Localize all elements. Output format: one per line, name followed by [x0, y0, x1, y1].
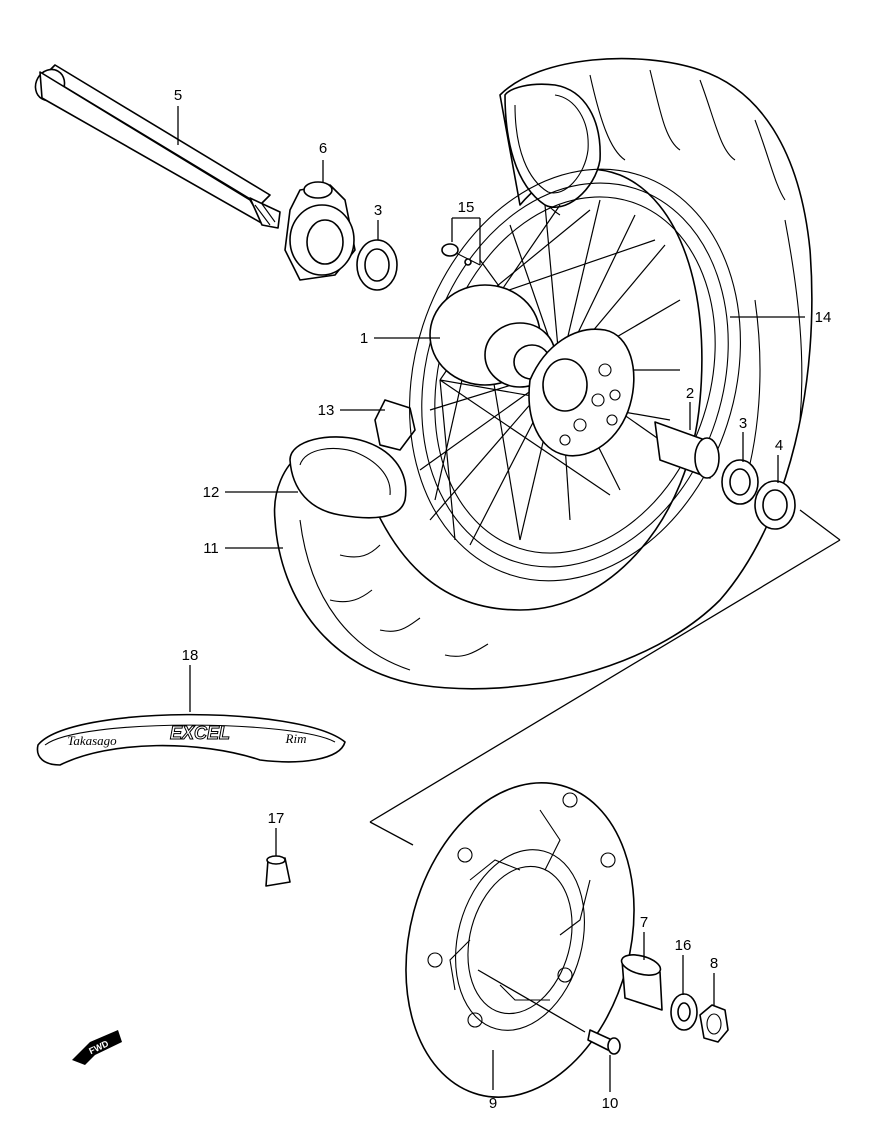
callout-13: 13: [318, 402, 335, 419]
rim-decal: Takasago EXCEL Rim: [36, 713, 346, 766]
callout-4: 4: [775, 437, 783, 454]
callout-15: 15: [458, 199, 475, 216]
fwd-direction-badge: FWD: [72, 1030, 122, 1065]
bearing-right: [721, 459, 759, 505]
callout-10: 10: [602, 1095, 619, 1112]
callout-8: 8: [710, 955, 718, 972]
decal-brand-text: Takasago: [67, 733, 117, 748]
oil-seal: [754, 480, 796, 530]
valve: [441, 243, 481, 266]
decal-model-text: EXCEL: [170, 723, 230, 743]
axle: [34, 64, 281, 229]
decal-suffix-text: Rim: [285, 731, 307, 746]
tire: [273, 57, 813, 690]
tube: [289, 436, 407, 519]
leader-lines: [177, 106, 805, 1092]
assembly-bracket: [369, 509, 841, 846]
disc-bolt: [587, 1029, 621, 1055]
callout-11: 11: [203, 540, 219, 557]
callout-18: 18: [182, 647, 199, 664]
axle-nut: [699, 1004, 729, 1043]
speedometer-gearbox: [284, 181, 356, 281]
rim-band-top: [504, 83, 601, 208]
callout-3-right: 3: [739, 415, 747, 432]
callout-3-left: 3: [374, 202, 382, 219]
callout-1: 1: [360, 330, 368, 347]
callout-5: 5: [174, 87, 182, 104]
callout-labels: 5 6 3 15 1 14 13 2 3 4 12 11 18 17 7 16 …: [174, 87, 832, 1112]
callout-16: 16: [675, 937, 692, 954]
washer: [670, 993, 698, 1031]
callout-12: 12: [203, 484, 220, 501]
spacer: [654, 421, 720, 479]
brake-disc: [405, 782, 635, 1098]
callout-2: 2: [686, 385, 694, 402]
callout-17: 17: [268, 810, 285, 827]
rim-band: [374, 399, 416, 451]
callout-6: 6: [319, 140, 327, 157]
valve-cap: [265, 855, 291, 887]
callout-7: 7: [640, 914, 648, 931]
disc-spacer: [620, 954, 663, 1011]
callout-14: 14: [815, 309, 832, 326]
rim: [409, 168, 741, 582]
bearing-left: [356, 239, 398, 291]
hub: [429, 284, 635, 457]
callout-9: 9: [489, 1095, 497, 1112]
